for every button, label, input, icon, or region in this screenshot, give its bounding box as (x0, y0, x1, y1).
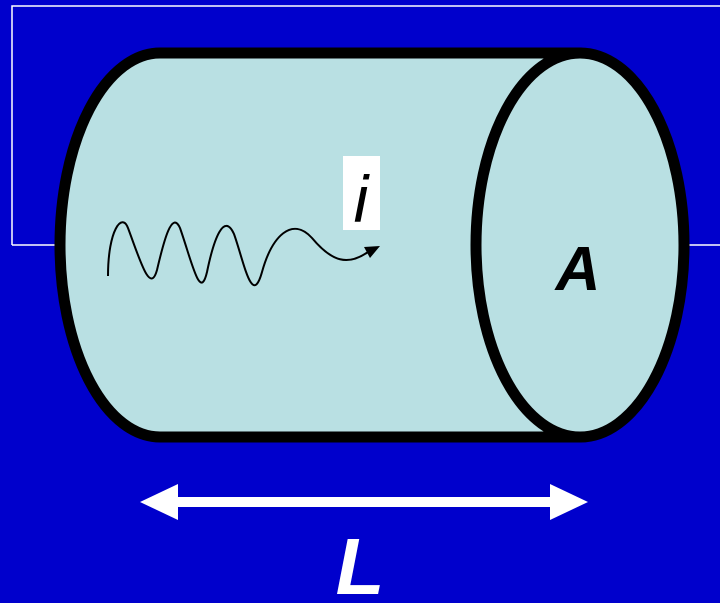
area-label: A (554, 235, 601, 304)
current-label: i (354, 162, 371, 236)
frame-outline (11, 5, 720, 246)
current-label-background (343, 156, 380, 230)
length-arrowhead-left (140, 484, 178, 520)
length-arrowhead-right (550, 484, 588, 520)
current-arrowhead (364, 246, 380, 258)
cylinder-end-face (470, 47, 690, 443)
current-wave (107, 221, 369, 287)
cylinder-body (54, 47, 586, 443)
length-label: L (336, 522, 385, 598)
